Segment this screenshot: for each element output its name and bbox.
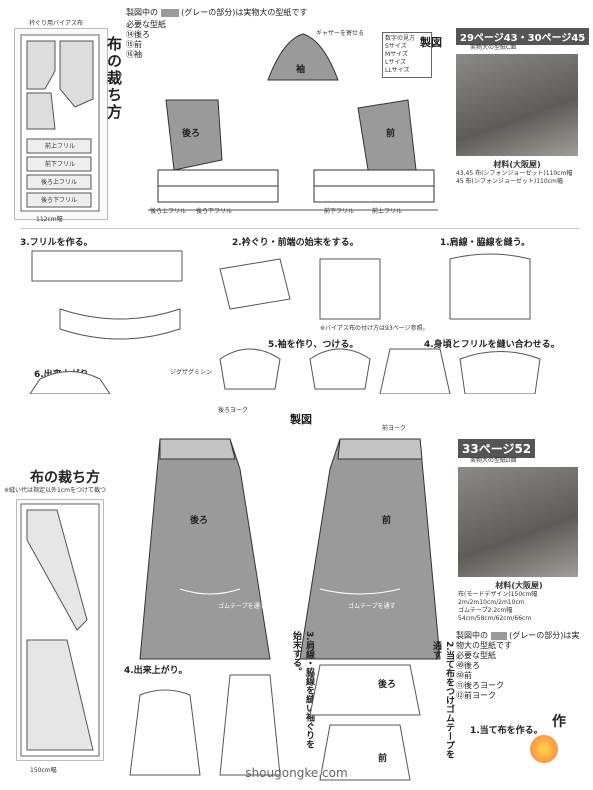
- bias-label: 衿ぐり用バイアス布: [29, 20, 84, 27]
- piece-label-2: 前下フリル: [45, 161, 76, 168]
- bottom-section: 布の裁ち方 布の裁ち方 ※縫い代は指定以外1cmをつけて裁つ 150cm幅 製図…: [0, 405, 593, 790]
- bottom-note: 製図中の (グレーの部分)は実物大の型紙です 必要な型紙 ㊾後ろ ㊿前 ⑪後ろヨ…: [456, 631, 586, 701]
- piece-label-3: 後ろ上フリル: [41, 179, 78, 186]
- bottom-note-suffix: (グレーの部分)は実物大の型紙です: [456, 631, 580, 650]
- flounce-label-3: 前下フリル: [324, 208, 355, 215]
- grey-swatch: [160, 8, 179, 17]
- flounce-label-2: 後ろ下フリル: [196, 208, 233, 215]
- piece-label-1: 前上フリル: [45, 143, 76, 150]
- site-watermark: shougongke.com: [245, 766, 348, 780]
- needed-item-1: ⑭後ろ: [126, 30, 150, 39]
- flounce-label-1: 後ろ上フリル: [150, 208, 187, 215]
- fabric-width-bottom: 150cm幅: [30, 767, 57, 774]
- step4-title: 4.身頃とフリルを縫い合わせる。: [424, 340, 560, 350]
- brand-logo: [530, 735, 558, 763]
- draft-sleeve-label: 袖: [296, 65, 306, 75]
- top-materials: 材料(大阪屋) 43,45 布(シフォンジョーゼット)110cm幅 45 布(シ…: [456, 160, 578, 186]
- top-cut-title: 布の裁ち方: [105, 36, 123, 121]
- bottom-step-sketches: [129, 664, 421, 781]
- flounce-label-4: 前上フリル: [372, 208, 403, 215]
- waist-note-back: ゴムテープを通す: [218, 603, 266, 610]
- bottom-material-2: 2m/2m10cm/2m10cm: [458, 599, 525, 606]
- top-material-title: 材料(大阪屋): [493, 160, 541, 169]
- sketch-front-label: 前: [378, 754, 388, 764]
- bottom-material-3: ゴムテープ2.2cm幅: [458, 607, 513, 614]
- top-pattern-sub: 実物大の型紙C面: [470, 44, 517, 51]
- bottom-needed-3: ⑪後ろヨーク: [456, 681, 504, 690]
- bottom-step2: 2.当て布をつけゴムテープを通す: [431, 641, 454, 759]
- top-draft-drawing: [148, 33, 438, 211]
- size-legend-2: Mサイズ: [385, 51, 408, 58]
- bottom-draft-drawing: [139, 438, 441, 660]
- top-note: 製図中の (グレーの部分)は実物大の型紙です: [126, 8, 376, 18]
- bottom-needed-2: ㊿前: [456, 671, 472, 680]
- waist-note-front: ゴムテープを通す: [348, 603, 396, 610]
- bottom-material-1: 布(モードデザイン)150cm幅: [458, 591, 538, 598]
- bottom-step4: 4.出来上がり。: [124, 666, 188, 676]
- bottom-pattern-sub: 実物大の型紙D面: [470, 457, 517, 464]
- bottom-front-label: 前: [382, 516, 392, 526]
- sketch-back-label: 後ろ: [378, 680, 397, 690]
- piece-label-4: 後ろ下フリル: [41, 197, 78, 204]
- brand-mark: 作: [552, 714, 566, 730]
- bottom-material-4: 54cm/58cm/62cm/66cm: [458, 615, 532, 622]
- top-steps: 3.フリルを作る。 2.衿ぐり・前端の始末をする。 1.肩線・脇線を縫う。 5.…: [20, 228, 580, 394]
- needed-item-2: ⑮前: [126, 40, 142, 49]
- bottom-cut-title-h: 布の裁ち方: [30, 470, 100, 486]
- bottom-step1: 1.当て布を作る。: [470, 726, 543, 736]
- bottom-cut-note: ※縫い代は指定以外1cmをつけて裁つ: [4, 487, 106, 494]
- size-legend-0: 数字の見方: [385, 35, 416, 42]
- yoke-back-label: 後ろヨーク: [218, 407, 249, 414]
- bottom-garment-photo: [458, 467, 578, 577]
- gather-note: ギャザーを寄せる: [316, 30, 365, 37]
- yoke-front-label: 前ヨーク: [382, 425, 407, 432]
- top-page-tag: 29ページ43・30ページ45: [456, 28, 590, 45]
- bottom-materials: 材料(大阪屋) 布(モードデザイン)150cm幅 2m/2m10cm/2m10c…: [458, 581, 580, 623]
- draft-front-label: 前: [386, 129, 396, 139]
- fabric-width-top: 112cm幅: [36, 216, 63, 223]
- draft-back-label: 後ろ: [182, 129, 201, 139]
- top-cutting-layout: 衿ぐり用バイアス布 前上フリル 前下フリル 後ろ上フリル 後ろ下フリル: [14, 20, 108, 220]
- step3-title: 3.フリルを作る。: [20, 238, 93, 248]
- size-legend-3: Lサイズ: [385, 59, 407, 66]
- bottom-draft-title: 製図: [290, 413, 312, 426]
- note-suffix: (グレーの部分)は実物大の型紙です: [181, 8, 308, 17]
- top-garment-photo: [456, 54, 578, 156]
- bottom-needed-1: ㊾後ろ: [456, 661, 480, 670]
- top-material-2: 45 布(シフォンジョーゼット)110cm幅: [456, 178, 563, 185]
- step5-title: 5.袖を作り、つける。: [268, 340, 359, 350]
- bottom-needed-label: 必要な型紙: [456, 651, 496, 660]
- size-legend-4: LLサイズ: [385, 67, 410, 74]
- step2-title: 2.衿ぐり・前端の始末をする。: [232, 238, 359, 248]
- top-draft-title: 製図: [420, 36, 442, 49]
- note-prefix: 製図中の: [126, 8, 158, 17]
- bottom-material-title: 材料(大阪屋): [495, 581, 543, 590]
- bottom-grey-swatch: [490, 631, 507, 640]
- size-legend-1: Sサイズ: [385, 43, 407, 50]
- bottom-needed-4: ⑫前ヨーク: [456, 691, 496, 700]
- needed-patterns-top: 必要な型紙 ⑭後ろ ⑮前 ⑯袖: [126, 20, 166, 60]
- zigzag-note: ジグザグミシン: [170, 369, 213, 376]
- step1-title: 1.肩線・脇線を縫う。: [440, 238, 531, 248]
- bottom-cutting-shapes: [20, 503, 100, 757]
- bias-note: ※バイアス布の付け方は93ページ参照。: [320, 325, 429, 332]
- top-material-1: 43,45 布(シフォンジョーゼット)110cm幅: [456, 170, 573, 177]
- bottom-note-prefix: 製図中の: [456, 631, 488, 640]
- bottom-cutting-layout: [16, 499, 104, 761]
- step-sketches-top: [29, 250, 541, 394]
- bottom-step3: 3.肩線・脇線を縫い袖ぐりを始末する。: [291, 631, 314, 749]
- needed-label: 必要な型紙: [126, 20, 166, 29]
- bottom-back-label: 後ろ: [190, 516, 209, 526]
- cutting-shapes: [20, 34, 100, 212]
- top-section: 衿ぐり用バイアス布 前上フリル 前下フリル 後ろ上フリル 後ろ下フリル 112c…: [14, 8, 590, 394]
- bottom-page-tag: 33ページ52: [458, 439, 536, 458]
- size-legend-top: 数字の見方 Sサイズ Mサイズ Lサイズ LLサイズ: [382, 32, 432, 78]
- needed-item-3: ⑯袖: [126, 50, 142, 59]
